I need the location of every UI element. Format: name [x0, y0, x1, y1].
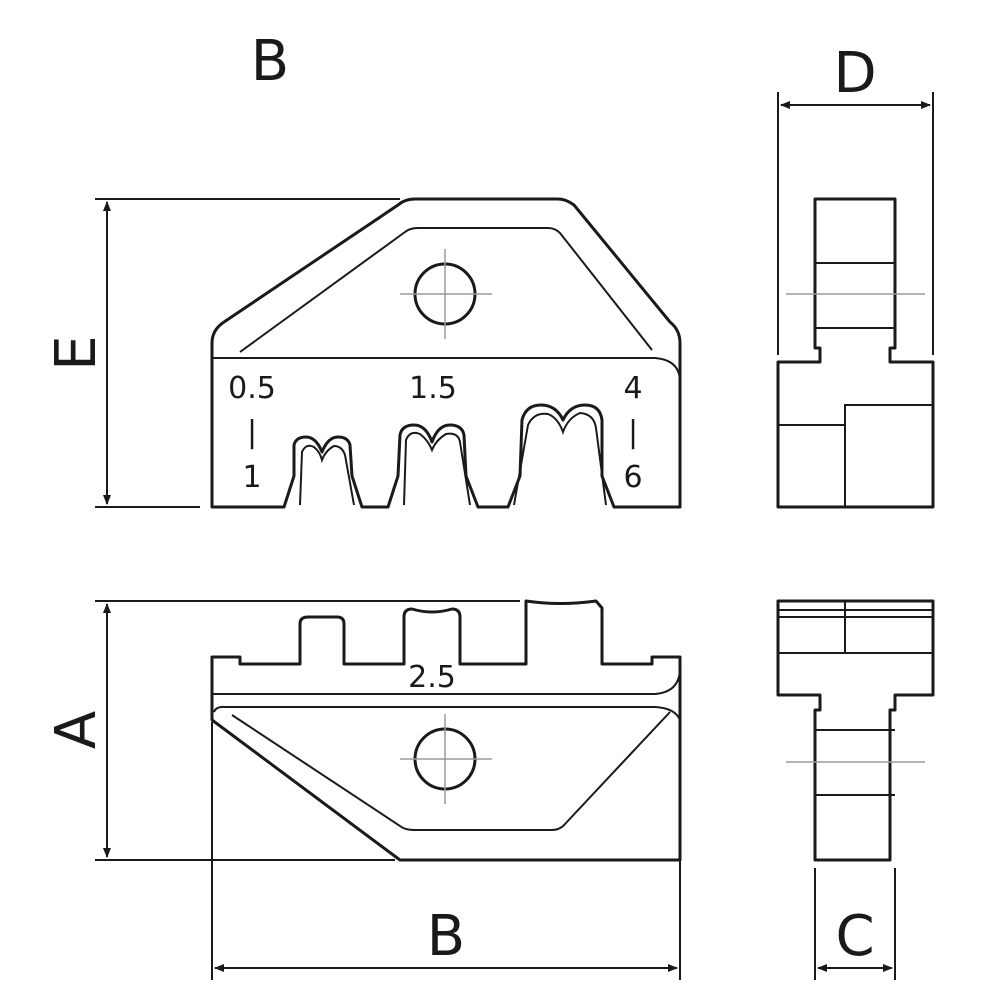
label-b-top: B [251, 29, 289, 94]
upper-die-inner-bevel [239, 227, 653, 353]
lower-die-jaw-line [212, 667, 681, 695]
upper-slot1-inner [299, 444, 355, 506]
upper-side-outline [776, 197, 935, 509]
label-a: A [44, 711, 109, 749]
dimensions [95, 92, 934, 980]
upper-side-step [778, 404, 933, 507]
lower-side-view [776, 599, 935, 862]
upper-die [210, 197, 682, 509]
upper-die-outline [210, 197, 682, 509]
label-b-bottom: B [427, 904, 465, 969]
size-slot3-top: 4 [623, 371, 642, 406]
upper-side-view [776, 197, 935, 509]
lower-side-outline [776, 599, 935, 862]
upper-die-jaw-line [212, 357, 681, 383]
size-slot3-bottom: 6 [623, 460, 642, 495]
size-slot1-top: 0.5 [228, 371, 276, 406]
lower-die-outline [210, 599, 682, 862]
label-c: C [835, 904, 874, 969]
lower-die-bevel-top [213, 705, 681, 721]
lower-die [210, 599, 682, 862]
size-slot2: 1.5 [409, 371, 457, 406]
upper-slot2-inner [403, 431, 471, 506]
size-slot3-sep: | [628, 415, 638, 450]
upper-slot3-inner [513, 411, 607, 506]
size-slot1-sep: | [247, 415, 257, 450]
label-e: E [44, 335, 109, 370]
size-slot1-bottom: 1 [242, 460, 261, 495]
lower-die-inner-bevel [231, 711, 671, 831]
size-lower: 2.5 [408, 660, 456, 695]
label-d: D [833, 41, 876, 106]
